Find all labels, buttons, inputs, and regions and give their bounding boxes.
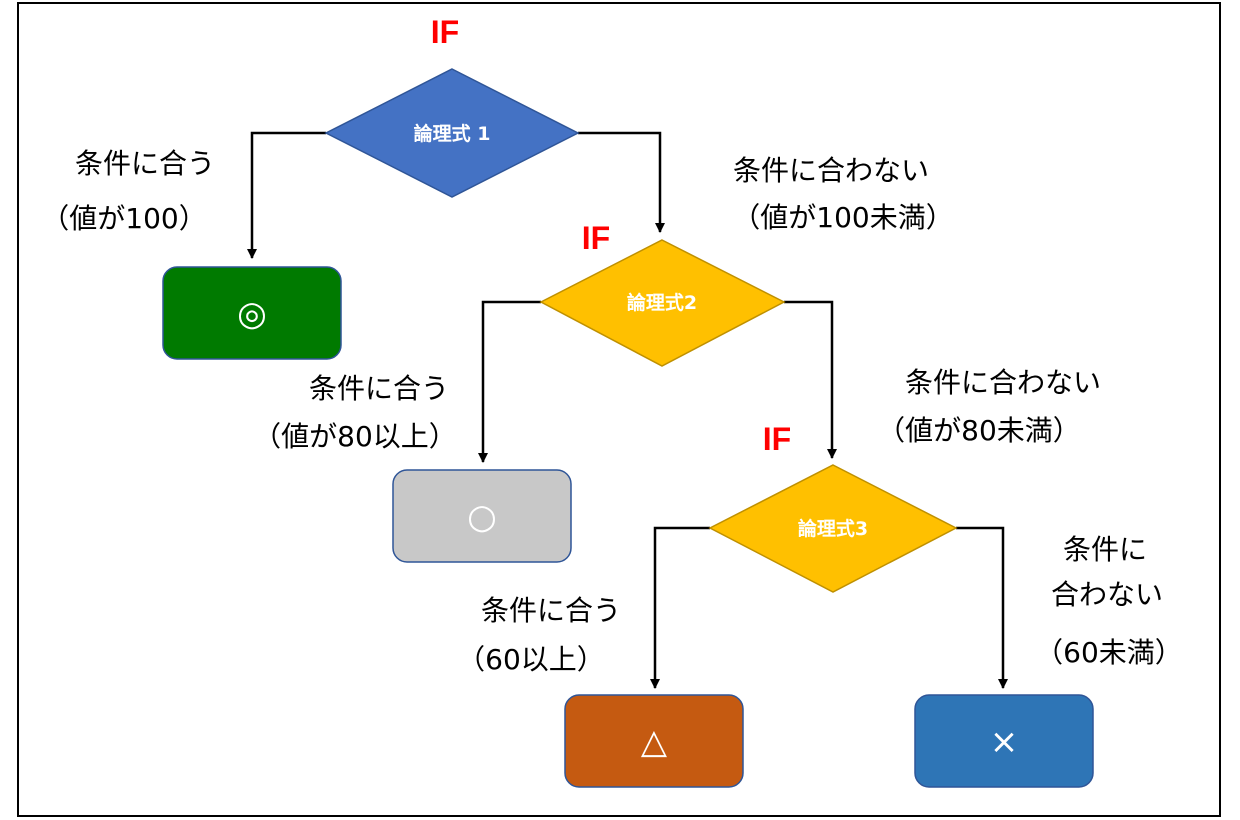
decision-diamond-1: 論理式 1 <box>324 68 580 198</box>
if-label-1: IF <box>431 14 459 50</box>
logic-expression-3: 論理式3 <box>798 517 868 540</box>
connector-cond3-false <box>956 526 1008 689</box>
triangle-icon: △ <box>641 722 668 762</box>
logic-expression-2: 論理式2 <box>627 291 697 314</box>
branch-label-cond2-false-line1: 条件に合わない <box>905 366 1101 399</box>
double-circle-icon: ◎ <box>237 294 267 334</box>
connector-cond2-true <box>478 300 541 463</box>
circle-icon: ○ <box>467 497 497 537</box>
if-label-3: IF <box>763 421 791 457</box>
branch-label-cond3-false-line2: 合わない <box>1051 578 1163 611</box>
branch-label-cond2-true-line1: 条件に合う <box>309 372 449 405</box>
branch-label-cond1-false-line2: （値が100未満） <box>732 201 953 234</box>
branch-label-cond1-true-line1: 条件に合う <box>75 147 215 180</box>
result-box-shape-fail <box>914 694 1094 788</box>
outer-frame <box>17 2 1221 817</box>
diamond-shape-1 <box>324 68 580 198</box>
result-box-shape-good <box>392 469 572 563</box>
connector-cond1-true <box>247 131 326 259</box>
diamond-shape-3 <box>708 464 958 593</box>
connectors <box>247 131 1008 689</box>
branch-label-cond1-true-line2: （値が100） <box>41 202 206 235</box>
branch-label-cond2-true-line2: （値が80以上） <box>253 420 457 453</box>
result-box-good: ○ <box>392 469 572 563</box>
result-box-fail: × <box>914 694 1094 788</box>
branch-label-cond2-false-line2: （値が80未満） <box>877 414 1081 447</box>
decision-diamond-2: 論理式2 <box>539 239 786 367</box>
branch-label-cond1-false-line1: 条件に合わない <box>733 154 929 187</box>
cross-icon: × <box>990 722 1019 762</box>
branch-label-cond3-false-line3: （60未満） <box>1035 636 1183 669</box>
decision-diamond-3: 論理式3 <box>708 464 958 593</box>
branch-label-cond3-true-line1: 条件に合う <box>481 594 621 627</box>
branch-label-cond3-true-line2: （60以上） <box>457 643 605 676</box>
result-box-excellent: ◎ <box>162 266 342 360</box>
result-box-shape-excellent <box>162 266 342 360</box>
diamond-shape-2 <box>539 239 786 367</box>
connector-cond2-false <box>784 300 837 459</box>
result-box-fair: △ <box>564 694 744 788</box>
connector-cond1-false <box>578 131 665 233</box>
connector-cond3-true <box>650 526 710 689</box>
if-label-2: IF <box>582 220 610 256</box>
branch-label-cond3-false-line1: 条件に <box>1063 533 1147 566</box>
logic-expression-1: 論理式 1 <box>414 122 491 145</box>
result-box-shape-fair <box>564 694 744 788</box>
